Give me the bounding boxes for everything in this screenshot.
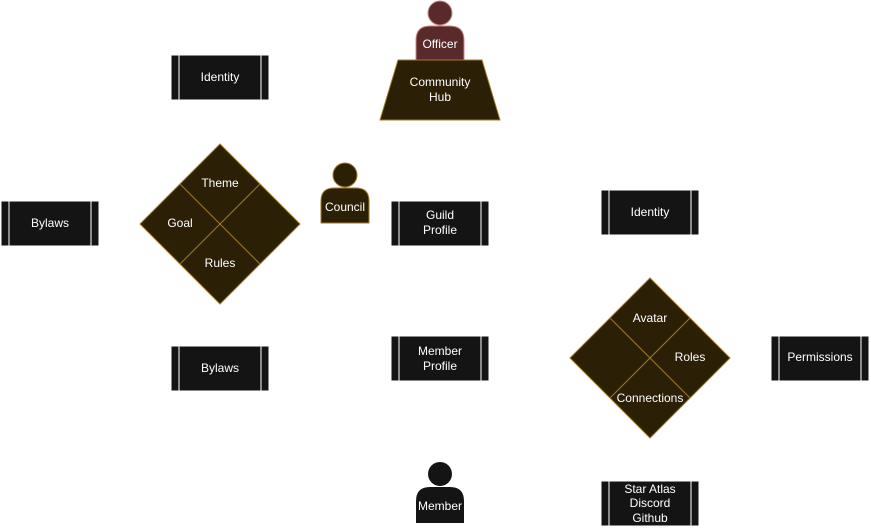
community-hub-shape: [379, 59, 501, 121]
permissions-label: Permissions: [787, 350, 852, 364]
member-profile-box[interactable]: Member Profile: [390, 335, 490, 382]
member-diamond-right-label: Roles: [675, 350, 706, 364]
member-body: [416, 487, 464, 523]
member-diamond[interactable]: Avatar Roles Connections: [569, 277, 731, 439]
member-label: Member: [418, 499, 462, 513]
guild-profile-label-line1: Guild: [426, 208, 454, 222]
permissions-box[interactable]: Permissions: [770, 335, 870, 382]
guild-profile-box[interactable]: Guild Profile: [390, 200, 490, 247]
bylaws-box-outer-shape: [0, 200, 100, 247]
permissions-shape: [770, 335, 870, 382]
guild-profile-shape: [390, 200, 490, 247]
identity-box-left-shape: [170, 54, 270, 101]
guild-diamond-top-label: Theme: [201, 176, 239, 190]
guild-diamond[interactable]: Theme Goal Rules: [139, 143, 301, 305]
council-body: [320, 187, 370, 224]
member-diamond-top-label: Avatar: [633, 311, 667, 325]
officer-head: [427, 0, 453, 26]
community-hub-label-line2: Hub: [429, 90, 451, 104]
member-diamond-bottom-label: Connections: [617, 391, 684, 405]
guild-diamond-left-label: Goal: [167, 216, 192, 230]
community-hub-label-line1: Community: [410, 75, 471, 89]
identity-box-left-label: Identity: [201, 70, 240, 84]
bylaws-box-lower-label: Bylaws: [201, 361, 239, 375]
identity-box-right[interactable]: Identity: [600, 189, 700, 236]
officer-label: Officer: [422, 37, 457, 51]
links-label-line1: Star Atlas: [624, 482, 675, 496]
identity-box-right-shape: [600, 189, 700, 236]
guild-diamond-bottom-label: Rules: [205, 256, 236, 270]
identity-box-right-label: Identity: [631, 205, 670, 219]
bylaws-box-outer[interactable]: Bylaws: [0, 200, 100, 247]
member-profile-label-line2: Profile: [423, 359, 457, 373]
officer-body: [415, 25, 465, 61]
bylaws-box-lower[interactable]: Bylaws: [170, 345, 270, 392]
member-head: [428, 462, 452, 486]
bylaws-box-lower-shape: [170, 345, 270, 392]
links-box[interactable]: Star Atlas Discord Github: [600, 480, 700, 527]
council-actor[interactable]: Council: [320, 162, 370, 224]
bylaws-box-outer-label: Bylaws: [31, 216, 69, 230]
community-hub-node[interactable]: Community Hub: [379, 59, 501, 121]
council-head: [332, 162, 358, 188]
member-actor[interactable]: Member: [416, 462, 464, 523]
member-profile-label-line1: Member: [418, 344, 462, 358]
links-shape: [600, 480, 700, 527]
identity-box-left[interactable]: Identity: [170, 54, 270, 101]
links-label-line3: Github: [632, 511, 668, 525]
links-label-line2: Discord: [630, 496, 671, 510]
officer-actor[interactable]: Officer: [415, 0, 465, 61]
council-label: Council: [325, 200, 365, 214]
guild-profile-label-line2: Profile: [423, 223, 457, 237]
member-profile-shape: [390, 335, 490, 382]
